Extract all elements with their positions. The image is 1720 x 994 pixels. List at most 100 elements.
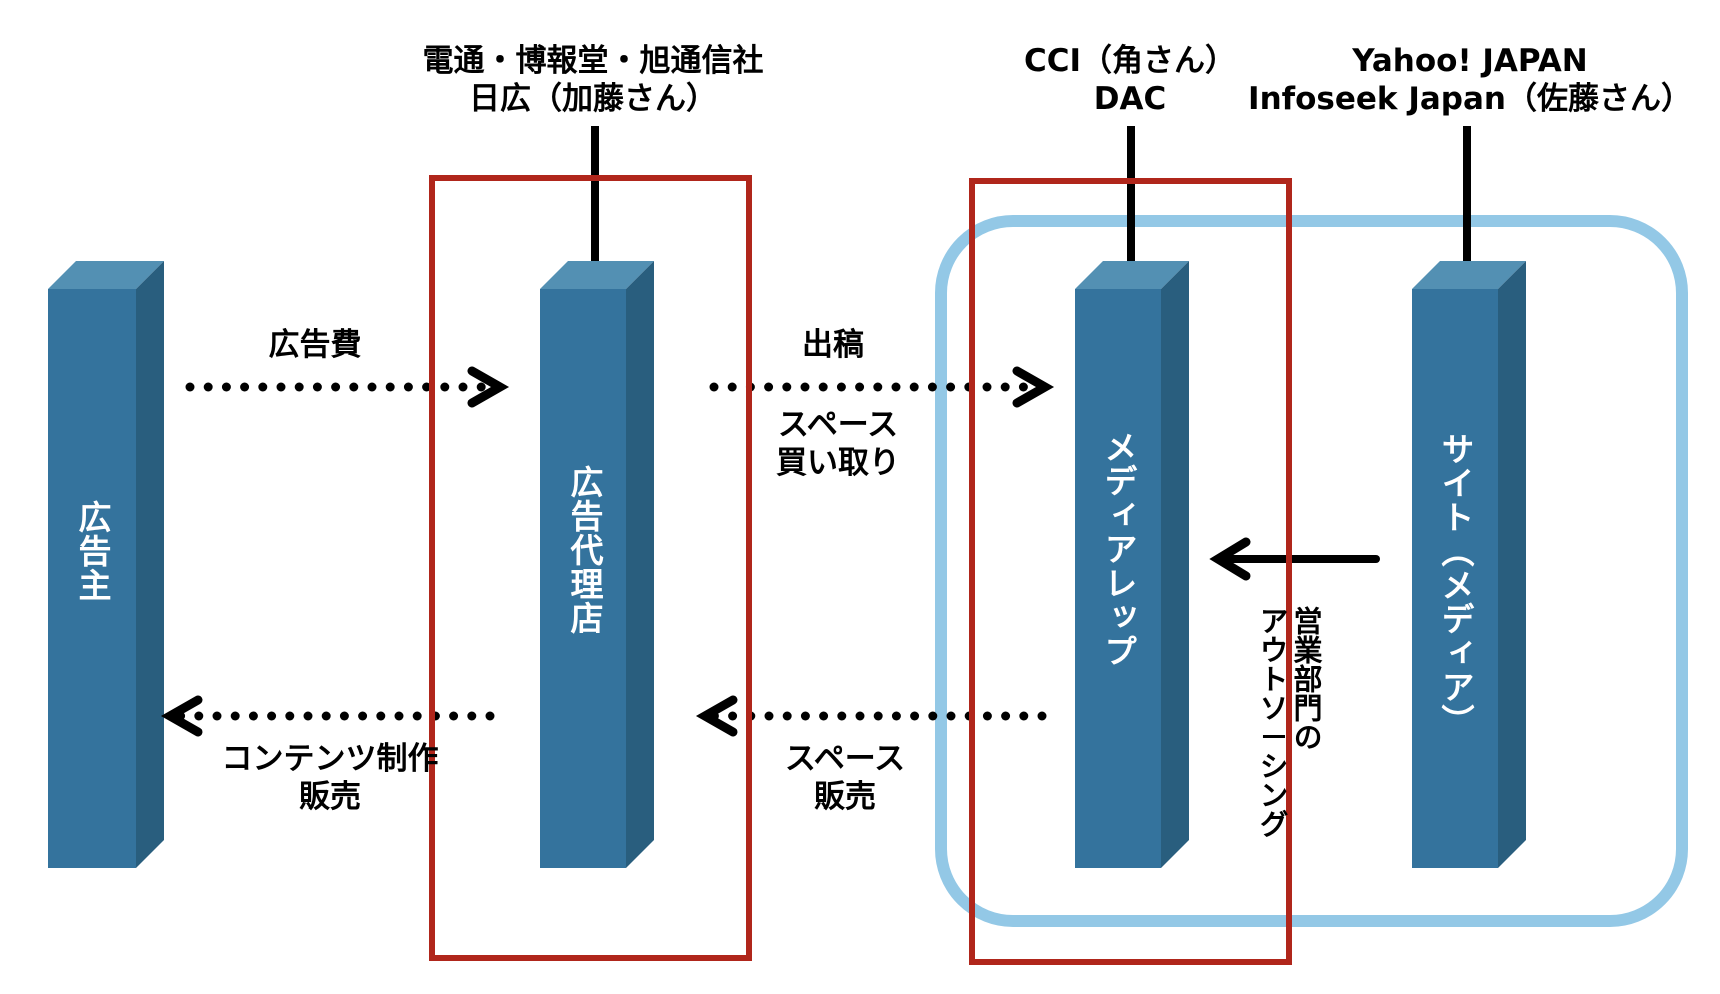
arrow-dot: [982, 382, 992, 392]
arrow-dot: [339, 711, 349, 721]
arrow-dot: [764, 382, 774, 392]
agency-pillar-side: [626, 261, 654, 868]
arrow-dot: [873, 382, 883, 392]
arrow-dot: [782, 382, 792, 392]
space-purchase-line2: 買い取り: [776, 445, 900, 481]
media-rep-pillar: [1075, 261, 1189, 868]
space-sales-line2: 販売: [814, 779, 876, 815]
arrow-dot: [1018, 382, 1028, 392]
agency-pillar: [540, 261, 654, 868]
arrow-dot: [221, 382, 231, 392]
arrow-dot: [909, 382, 919, 392]
media-rep-examples-line2: DAC: [1093, 81, 1167, 117]
media-rep-label: メディアレップ: [1099, 430, 1138, 668]
arrow-dot: [728, 711, 738, 721]
arrow-dot: [467, 711, 477, 721]
agency-examples-label: 電通・博報堂・旭通信社 日広（加藤さん）: [393, 42, 793, 118]
arrow-dot: [240, 382, 250, 392]
arrowhead-icon: [160, 695, 203, 737]
arrow-dot: [476, 382, 486, 392]
placement-arrow: [709, 366, 1055, 408]
arrow-dot: [1019, 711, 1029, 721]
content-sales-arrow: [160, 695, 495, 737]
agency-pillar-top: [540, 261, 654, 289]
agency-examples-line2: 日広（加藤さん）: [469, 81, 717, 117]
outsourcing-arrow: [1209, 537, 1380, 581]
arrow-dot: [203, 382, 213, 392]
arrow-dot: [276, 382, 286, 392]
arrow-dot: [782, 711, 792, 721]
content-sales-line1: コンテンツ制作: [221, 741, 439, 777]
media-rep-highlight-frame: [969, 178, 1292, 965]
arrow-dot: [946, 711, 956, 721]
content-sales-line2: 販売: [299, 779, 361, 815]
arrow-dot: [855, 382, 865, 392]
placement-label: 出稿: [802, 327, 864, 363]
arrowhead-icon: [695, 695, 738, 737]
arrow-dot: [837, 711, 847, 721]
arrow-dot: [910, 711, 920, 721]
arrow-dot: [800, 382, 810, 392]
media-rep-pillar-front: [1075, 289, 1161, 868]
arrow-dot: [230, 711, 240, 721]
arrow-dot: [485, 711, 495, 721]
arrow-dot: [394, 711, 404, 721]
site-pillar: [1412, 261, 1526, 868]
arrow-dot: [855, 711, 865, 721]
arrow-dot: [819, 711, 829, 721]
arrow-dot: [367, 382, 377, 392]
advertiser-pillar-front: [48, 289, 136, 868]
media-rep-pillar-top: [1075, 261, 1189, 289]
sales-outsourcing-col2: アウトソ－シング: [1255, 606, 1289, 838]
agency-highlight-frame: [429, 175, 752, 961]
content-sales-label: コンテンツ制作 販売: [205, 740, 455, 816]
arrow-dot: [185, 382, 195, 392]
arrow-dot: [449, 711, 459, 721]
sales-outsourcing-col1: 営業部門の: [1289, 606, 1323, 751]
arrow-dot: [349, 382, 359, 392]
space-sales-arrow: [695, 695, 1047, 737]
agency-label: 広告代理店: [565, 465, 604, 635]
arrow-dot: [891, 382, 901, 392]
arrow-dot: [422, 382, 432, 392]
arrow-dot: [321, 711, 331, 721]
arrow-dot: [248, 711, 258, 721]
arrow-dot: [818, 382, 828, 392]
arrow-dot: [403, 382, 413, 392]
arrow-dot: [294, 382, 304, 392]
agency-pillar-front: [540, 289, 626, 868]
advertiser-label: 広告主: [73, 500, 112, 602]
arrow-dot: [258, 382, 268, 392]
site-examples-line2: Infoseek Japan（佐藤さん）: [1248, 81, 1692, 117]
arrow-dot: [873, 711, 883, 721]
site-pillar-top: [1412, 261, 1526, 289]
arrowhead-icon: [467, 366, 510, 408]
space-purchase-line1: スペース: [777, 407, 899, 443]
site-examples-label: Yahoo! JAPAN Infoseek Japan（佐藤さん）: [1240, 42, 1700, 118]
site-label: サイト（メディア）: [1436, 432, 1475, 738]
arrow-dot: [946, 382, 956, 392]
site-pillar-front: [1412, 289, 1498, 868]
site-pillar-side: [1498, 261, 1526, 868]
media-group-frame: [935, 215, 1688, 927]
media-rep-examples-label: CCI（角さん） DAC: [980, 42, 1280, 118]
arrowhead-icon: [1209, 537, 1251, 581]
arrow-dot: [709, 382, 719, 392]
arrow-dot: [385, 382, 395, 392]
arrow-dot: [927, 382, 937, 392]
media-rep-examples-line1: CCI（角さん）: [1023, 43, 1237, 79]
arrow-dot: [194, 711, 204, 721]
arrowhead-icon: [1012, 366, 1055, 408]
arrow-dot: [891, 711, 901, 721]
arrow-dot: [1001, 711, 1011, 721]
space-sales-label: スペース 販売: [765, 740, 925, 816]
arrow-dot: [212, 711, 222, 721]
space-purchase-label: スペース 買い取り: [758, 406, 918, 482]
advertiser-pillar-top: [48, 261, 164, 289]
advertiser-pillar: [48, 261, 164, 868]
arrow-dot: [1000, 382, 1010, 392]
arrow-dot: [928, 711, 938, 721]
arrow-dot: [303, 711, 313, 721]
media-rep-pillar-side: [1161, 261, 1189, 868]
